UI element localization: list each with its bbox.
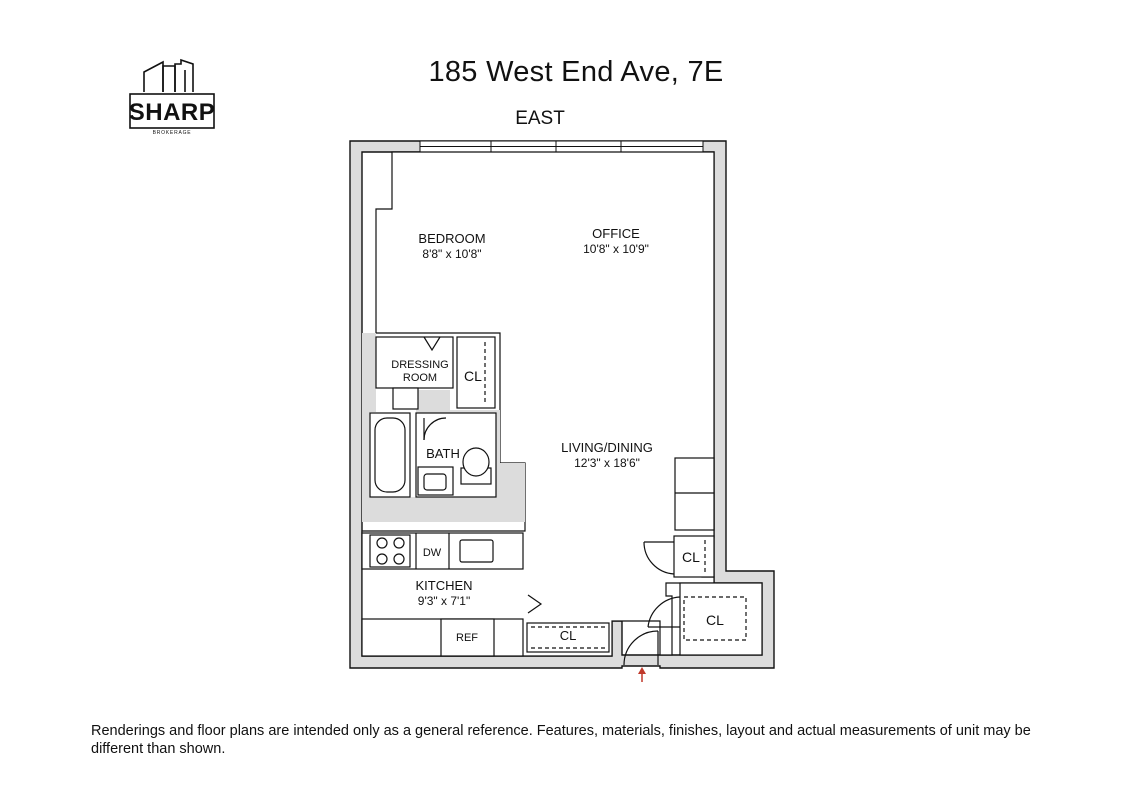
dressing-closet-label: CL <box>464 368 482 384</box>
office-size: 10'8" x 10'9" <box>583 242 649 256</box>
kitchen-counter <box>361 532 524 570</box>
fridge-label: REF <box>456 632 478 644</box>
office-name: OFFICE <box>592 226 640 241</box>
wardrobe <box>674 457 715 531</box>
living-name: LIVING/DINING <box>561 440 653 455</box>
entry-door <box>623 630 659 666</box>
corner-closet <box>647 582 763 656</box>
windows <box>419 140 704 153</box>
dressing-room-label-1: DRESSING <box>391 359 448 371</box>
bedroom-size: 8'8" x 10'8" <box>422 247 481 261</box>
bedroom-name: BEDROOM <box>418 231 485 246</box>
living-closet-label: CL <box>682 549 700 565</box>
disclaimer-text: Renderings and floor plans are intended … <box>91 723 1031 757</box>
dishwasher-label: DW <box>423 547 442 559</box>
kitchen-name: KITCHEN <box>415 578 472 593</box>
logo-wordmark: SHARP <box>129 99 216 126</box>
kitchen-lower <box>361 594 543 657</box>
plan-title: 185 West End Ave, 7E <box>428 56 724 88</box>
dressing-room-label-2: ROOM <box>403 372 437 384</box>
dressing-room <box>375 336 454 410</box>
entry-arrow-icon <box>638 667 646 682</box>
orientation-label: EAST <box>515 108 565 129</box>
sharp-logo: SHARP BROKERAGE <box>129 58 216 136</box>
hall-closet <box>526 622 610 653</box>
corner-closet-label: CL <box>706 612 724 628</box>
kitchen-size: 9'3" x 7'1" <box>418 594 470 608</box>
bath-label: BATH <box>426 446 460 461</box>
logo-subtitle: BROKERAGE <box>153 130 192 136</box>
bathroom <box>369 412 497 498</box>
dressing-closet <box>456 336 496 409</box>
hall-closet-label: CL <box>560 628 577 643</box>
living-size: 12'3" x 18'6" <box>574 456 640 470</box>
living-closet <box>643 535 715 578</box>
